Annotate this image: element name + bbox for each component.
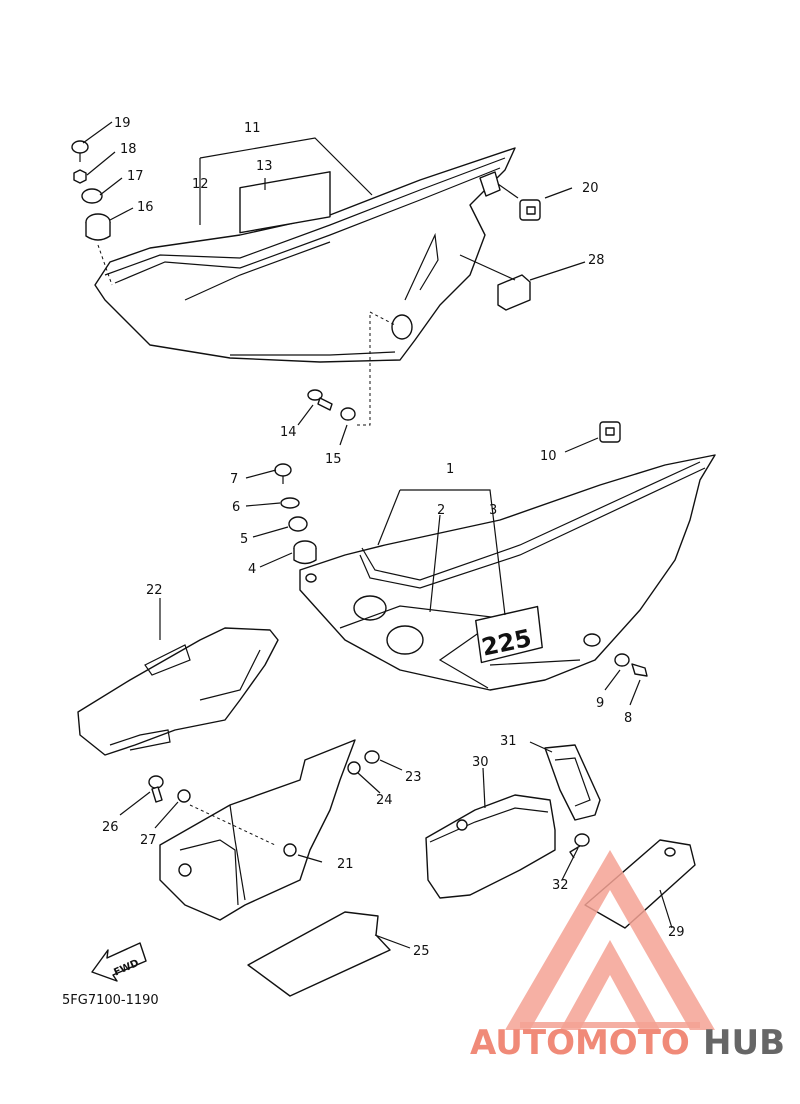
upper-side-cover xyxy=(94,147,516,363)
callout-31: 31 xyxy=(500,734,517,749)
callout-11: 11 xyxy=(244,121,261,136)
callout-27: 27 xyxy=(140,833,157,848)
fwd-arrow: FWD xyxy=(91,942,147,982)
callout-18: 18 xyxy=(120,142,137,157)
callout-23: 23 xyxy=(405,770,422,785)
callout-6: 6 xyxy=(232,500,240,515)
callout-labels: 19 18 17 16 11 13 12 20 28 14 15 10 1 2 … xyxy=(102,116,685,959)
callout-13: 13 xyxy=(256,159,273,174)
callout-14: 14 xyxy=(280,425,297,440)
callout-7: 7 xyxy=(230,472,238,487)
callout-19: 19 xyxy=(114,116,131,131)
grommet-20 xyxy=(479,171,541,221)
leader-lines xyxy=(82,121,673,949)
callout-29: 29 xyxy=(668,925,685,940)
watermark: AUTOMOTO HUB xyxy=(470,850,785,1063)
callout-28: 28 xyxy=(588,253,605,268)
callout-21: 21 xyxy=(337,857,354,872)
watermark-logo-icon xyxy=(505,850,715,1030)
callout-17: 17 xyxy=(127,169,144,184)
watermark-text-primary: AUTOMOTO xyxy=(470,1023,690,1063)
callout-24: 24 xyxy=(376,793,393,808)
watermark-text-secondary: HUB xyxy=(703,1023,785,1063)
callout-2: 2 xyxy=(437,503,445,518)
bolts-8-9 xyxy=(614,653,648,677)
bolt-32 xyxy=(569,833,590,859)
bolts-23-24-26-27 xyxy=(148,750,380,803)
callout-30: 30 xyxy=(472,755,489,770)
callout-10: 10 xyxy=(540,449,557,464)
upper-bolts-14-15 xyxy=(307,311,396,426)
callout-20: 20 xyxy=(582,181,599,196)
grommet-10 xyxy=(599,421,621,443)
callout-4: 4 xyxy=(248,562,256,577)
callout-25: 25 xyxy=(413,944,430,959)
upper-fastener-stack xyxy=(71,140,113,286)
side-box-21 xyxy=(159,739,356,921)
callout-26: 26 xyxy=(102,820,119,835)
callout-5: 5 xyxy=(240,532,248,547)
callout-9: 9 xyxy=(596,696,604,711)
callout-3: 3 xyxy=(489,503,497,518)
band-31 xyxy=(544,744,601,821)
damper-28 xyxy=(459,254,531,311)
plate-25 xyxy=(247,911,391,997)
callout-15: 15 xyxy=(325,452,342,467)
callout-12: 12 xyxy=(192,177,209,192)
callout-22: 22 xyxy=(146,583,163,598)
callout-1: 1 xyxy=(446,462,454,477)
lower-side-cover xyxy=(299,454,716,691)
lower-fastener-stack xyxy=(274,463,317,565)
callout-16: 16 xyxy=(137,200,154,215)
bracket-22 xyxy=(77,627,279,756)
diagram-code: 5FG7100-1190 xyxy=(62,993,159,1008)
callout-32: 32 xyxy=(552,878,569,893)
tool-case-30 xyxy=(425,794,556,899)
pad-29 xyxy=(584,839,696,929)
callout-8: 8 xyxy=(624,711,632,726)
